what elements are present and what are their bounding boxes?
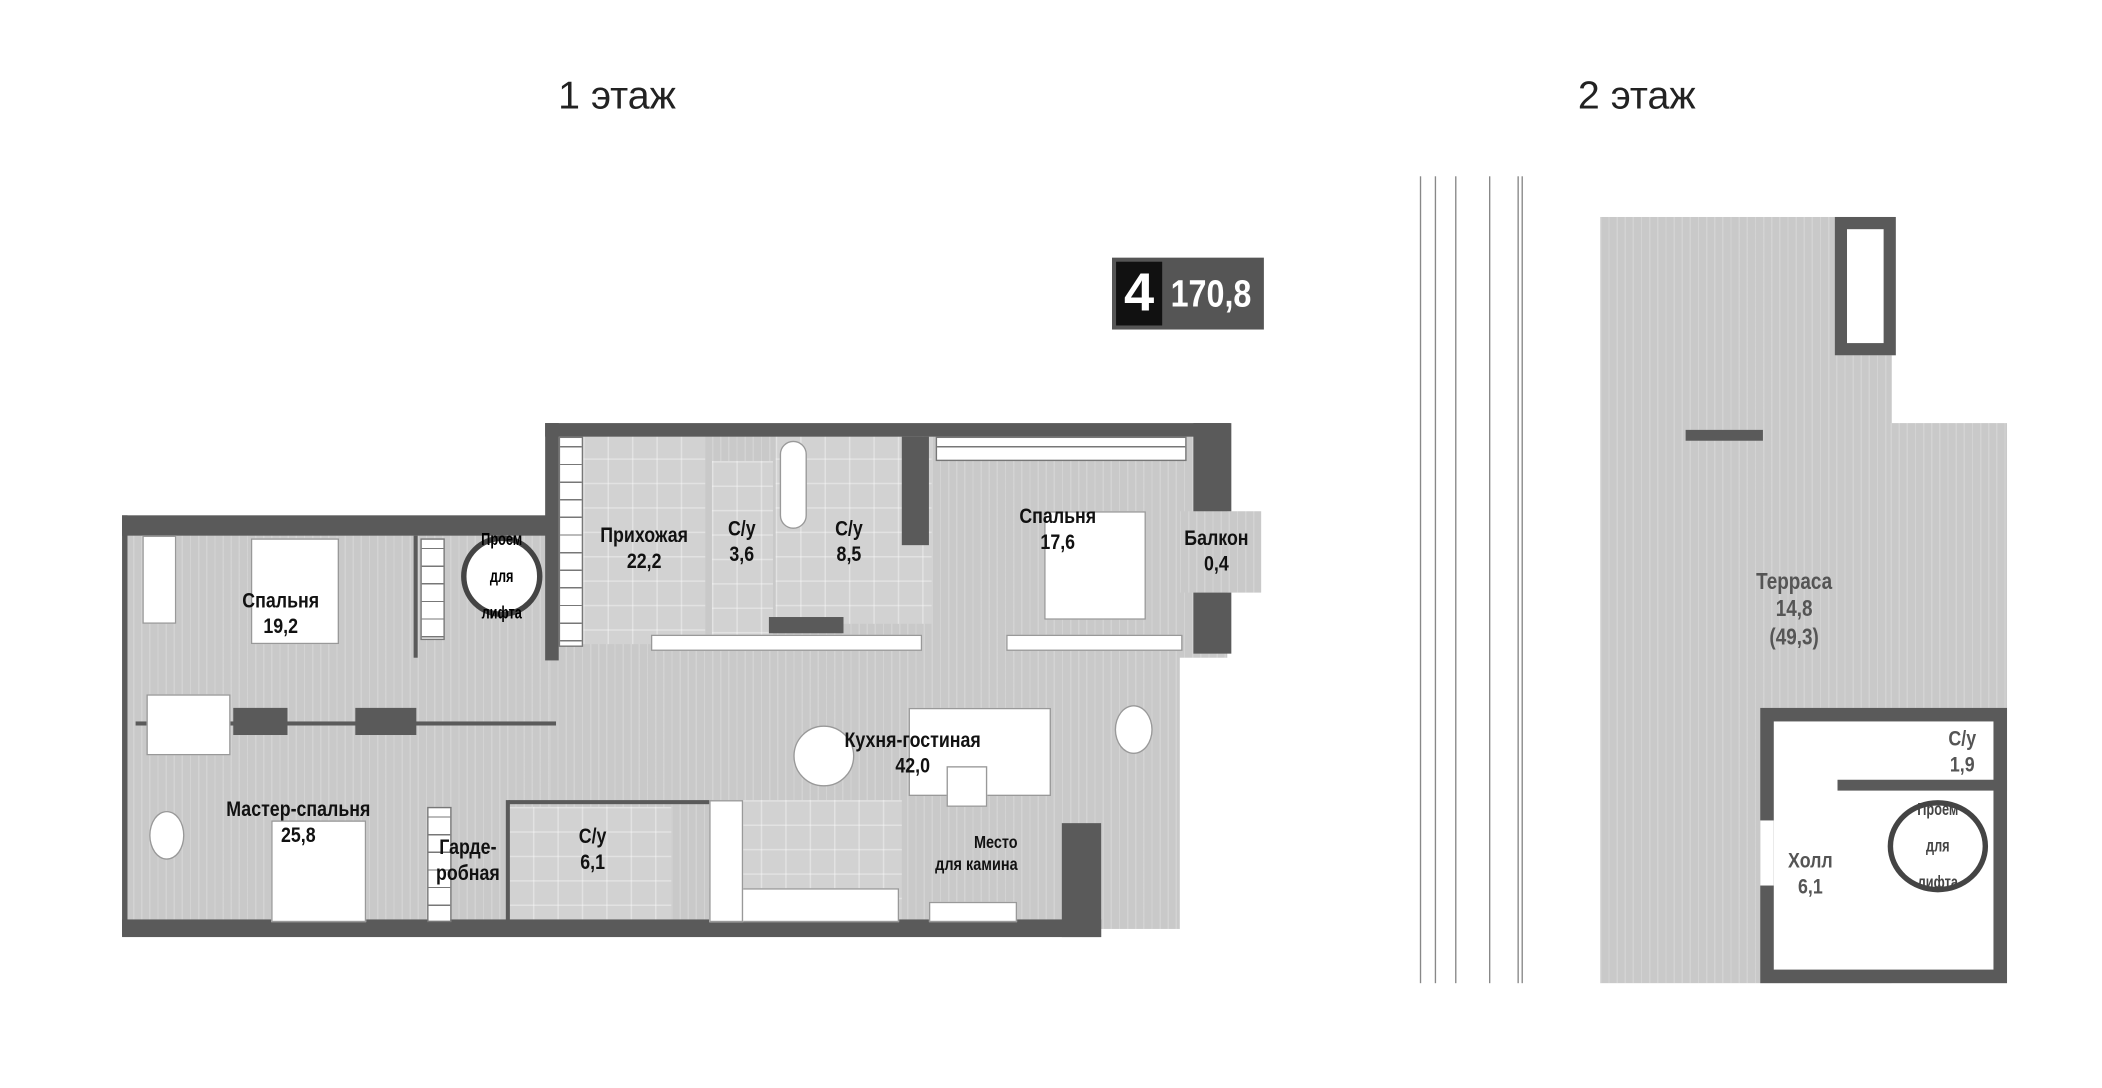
wardrobe-rail — [558, 436, 584, 647]
floor2-title: 2 этаж — [1577, 74, 1696, 118]
wardrobe-rail — [935, 436, 1187, 462]
coffee-table — [946, 766, 988, 807]
floor1-title: 1 этаж — [558, 74, 676, 118]
desk — [142, 535, 177, 624]
room-label: Гарде-робная — [435, 836, 500, 886]
side-table — [1114, 705, 1153, 754]
wardrobe-rail — [420, 538, 445, 641]
hall-door — [1760, 820, 1774, 886]
room-count: 4 — [1116, 261, 1163, 326]
wardrobe — [650, 634, 923, 651]
bed — [250, 538, 340, 645]
side-table — [149, 810, 185, 860]
wardrobe-rail — [427, 806, 452, 923]
fireplace — [928, 901, 1018, 923]
kitchen-counter — [709, 800, 744, 923]
bed — [1044, 511, 1146, 620]
bed — [271, 820, 367, 923]
chimney — [1834, 216, 1896, 356]
total-area: 170,8 — [1170, 272, 1252, 315]
apartment-badge: 4 170,8 — [1112, 257, 1264, 330]
wardrobe — [1006, 634, 1183, 651]
bathtub — [779, 440, 807, 529]
desk — [146, 694, 231, 756]
dining-table — [793, 725, 855, 787]
